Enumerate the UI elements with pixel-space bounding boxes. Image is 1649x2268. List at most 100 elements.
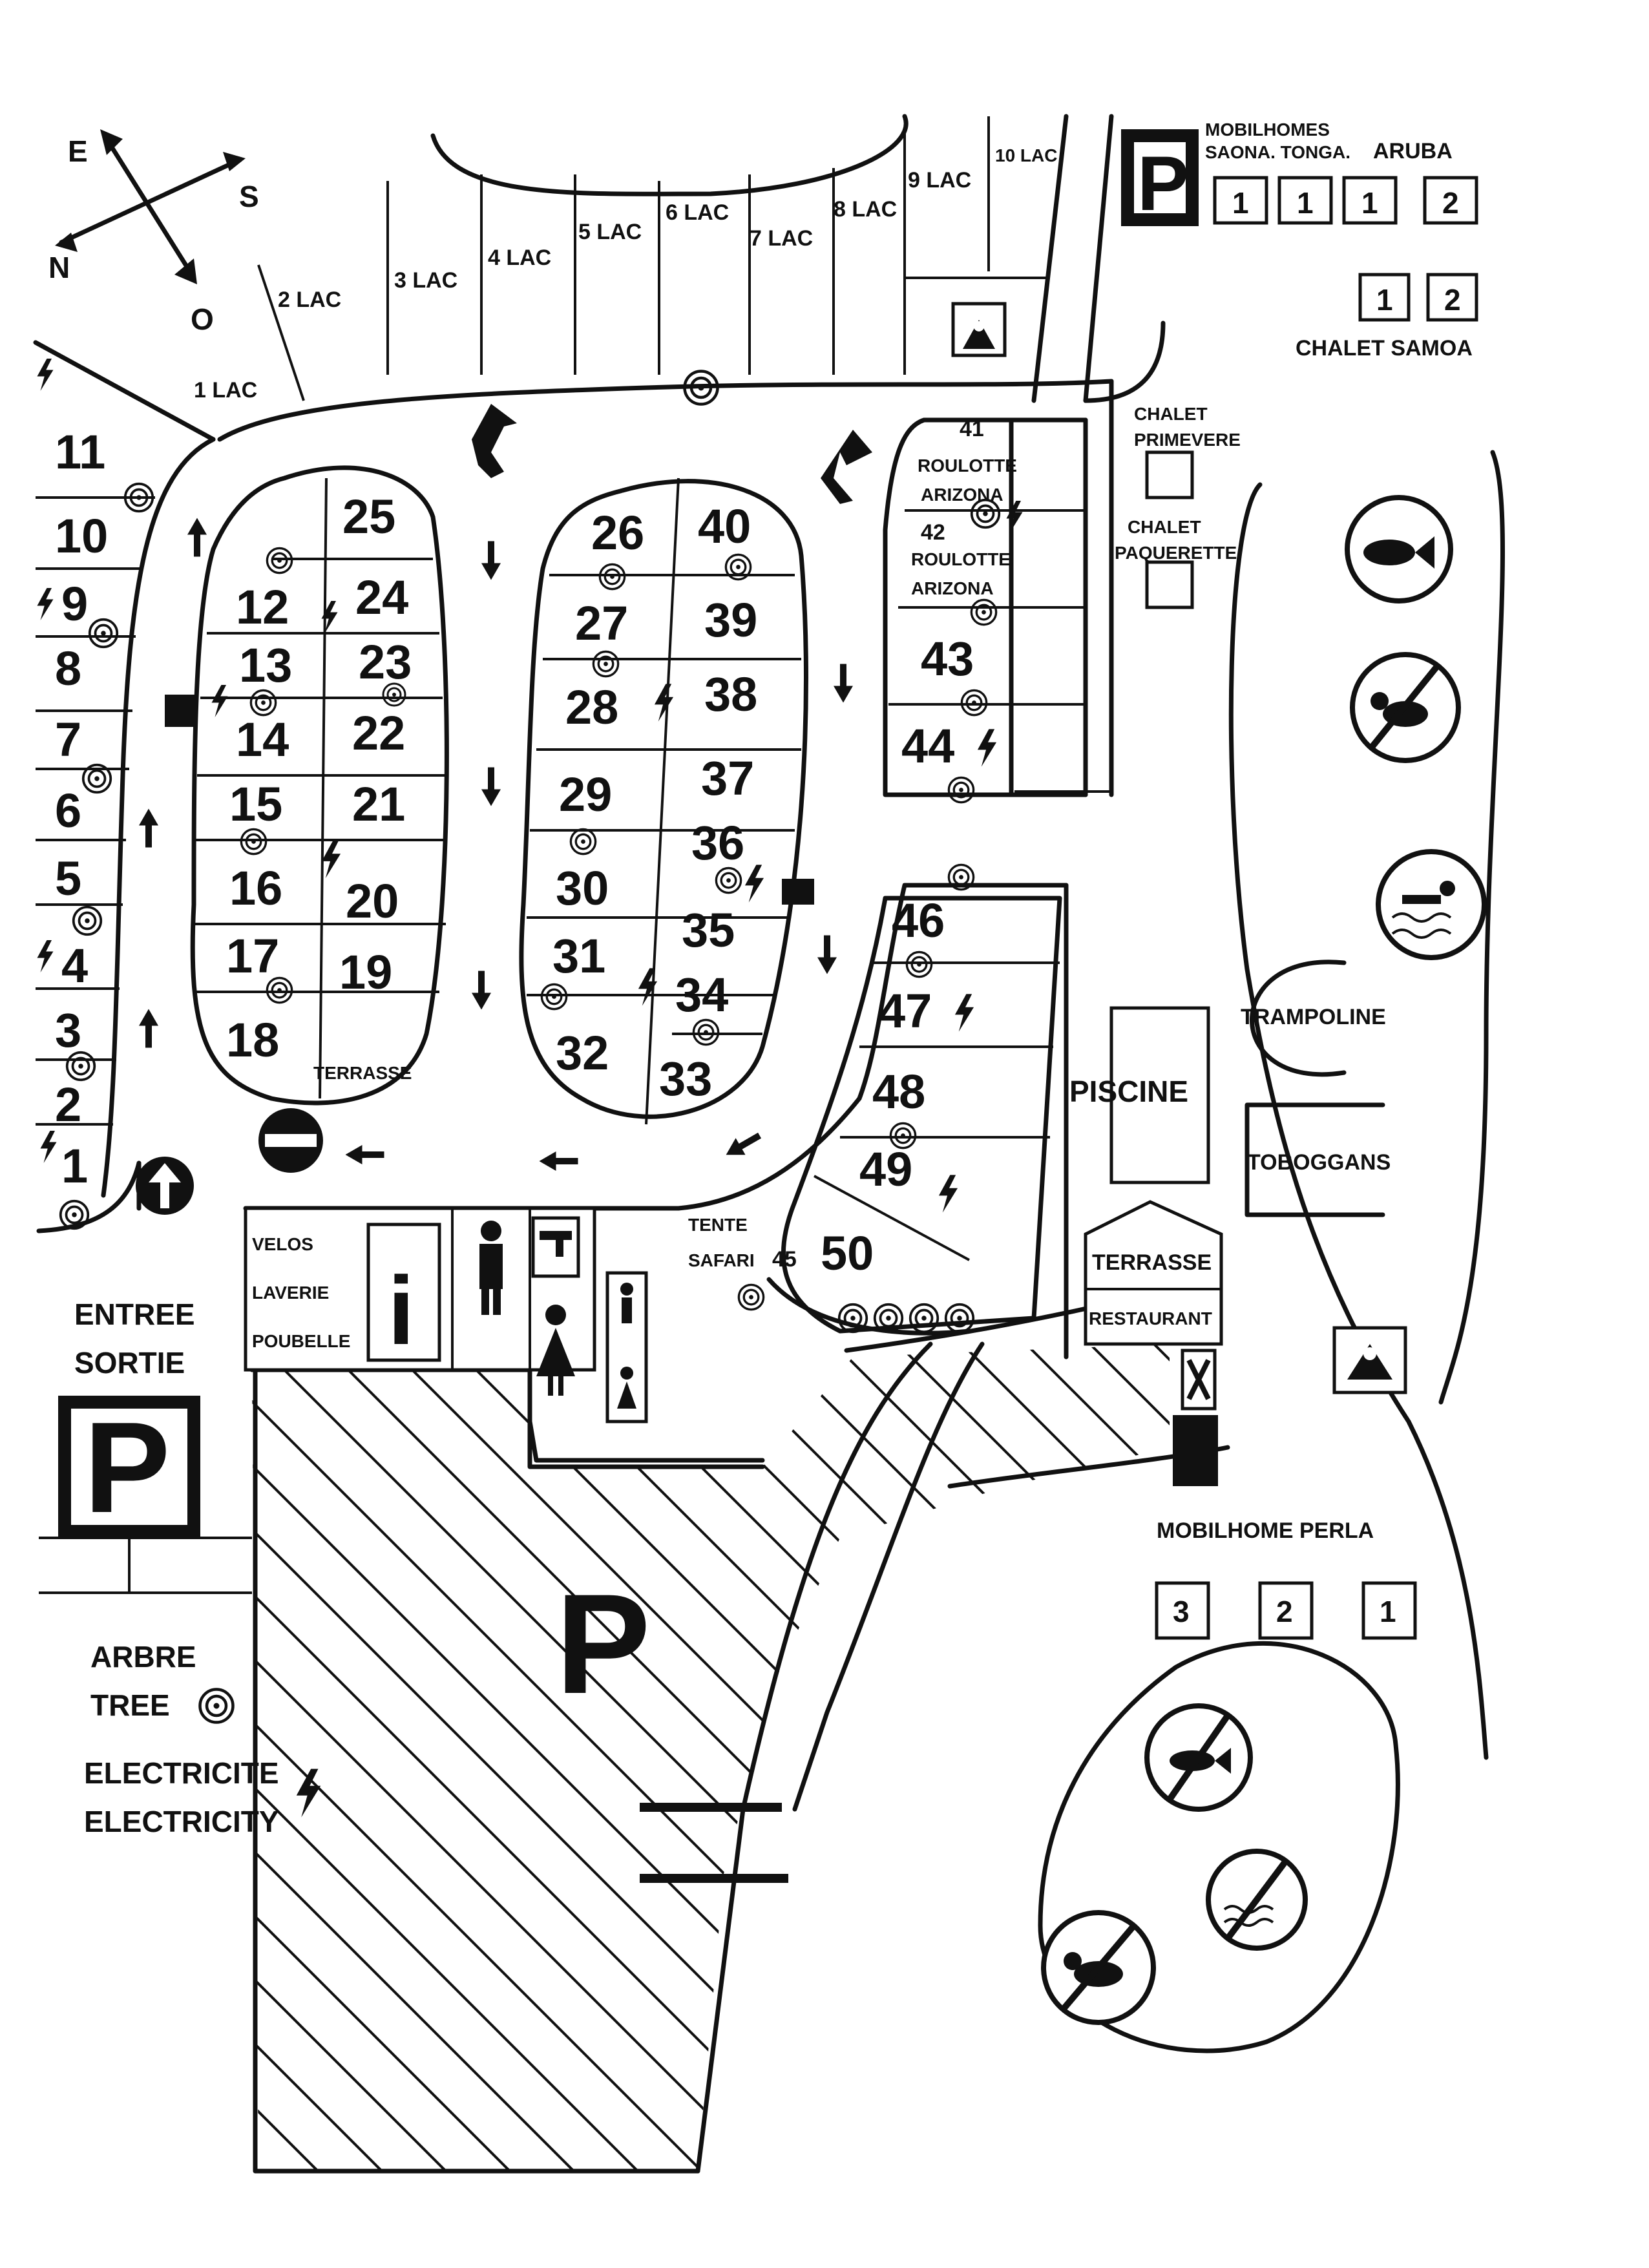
perla-box-3	[1155, 1581, 1210, 1640]
tree-spirals	[59, 372, 1001, 1334]
mobilhome-box-2	[1277, 176, 1333, 225]
lake-plot-3: 3 LAC	[394, 268, 457, 293]
mobilhome-num-1: 1	[1232, 186, 1249, 220]
parking-main-letter: P	[556, 1564, 651, 1723]
compass-n: N	[48, 251, 70, 284]
roulotte-42-label: ROULOTTE	[911, 549, 1011, 569]
chalet-paquerette-l2: PAQUERETTE	[1115, 543, 1237, 563]
pitch-29: 29	[559, 768, 612, 821]
pitch-13: 13	[239, 638, 292, 692]
samoa-num-2: 2	[1444, 283, 1461, 317]
electricity-bolt-icon	[977, 729, 997, 767]
one-way-arrow-icon	[834, 664, 853, 703]
traffic-arrows	[136, 404, 872, 1215]
info-icon: i	[388, 1256, 415, 1365]
compass-rose: E S N O	[48, 129, 259, 336]
pitch-40: 40	[698, 499, 751, 553]
playground-icon	[963, 320, 995, 349]
chalet-paquerette-l1: CHALET	[1128, 517, 1201, 537]
swimming-icon	[1376, 849, 1487, 960]
electricity-bolt-icon	[40, 1131, 57, 1163]
legend: ARBRE TREE ELECTRICITE ELECTRICITY	[84, 1640, 321, 1838]
legend-electricity: ELECTRICITY	[84, 1805, 279, 1838]
pitch-10: 10	[55, 509, 108, 563]
tree-spiral-icon	[715, 866, 742, 894]
tree-spiral-icon	[569, 828, 597, 856]
pitch-23: 23	[359, 635, 412, 689]
lake-plot-7: 7 LAC	[750, 226, 813, 251]
playground-icon	[1347, 1344, 1392, 1380]
pitch-36: 36	[691, 816, 744, 870]
sortie-label: SORTIE	[74, 1346, 185, 1380]
pitch-49: 49	[859, 1142, 912, 1196]
woman-icon	[536, 1305, 575, 1396]
tree-spiral-icon	[837, 1303, 868, 1334]
samoa-box-2	[1426, 273, 1478, 322]
legend-tree: TREE	[90, 1688, 170, 1722]
legend-electricite: ELECTRICITE	[84, 1756, 279, 1790]
lake-plot-2: 2 LAC	[278, 288, 341, 312]
tree-spiral-icon	[88, 618, 119, 649]
tree-spiral-icon	[72, 905, 103, 936]
pitch-47: 47	[879, 984, 932, 1038]
poubelle-label: POUBELLE	[252, 1331, 350, 1351]
perla-num-1: 1	[1380, 1595, 1396, 1628]
tree-spiral-icon	[592, 650, 620, 678]
no-dogs-icon	[1350, 652, 1461, 763]
pitch-31: 31	[552, 929, 605, 983]
mobilhome-box-1	[1213, 176, 1268, 225]
tree-spiral-icon	[737, 1283, 765, 1311]
pitch-38: 38	[704, 667, 757, 721]
tree-spiral-icon	[944, 1303, 975, 1334]
samoa-num-1: 1	[1376, 283, 1393, 317]
terrasse-small-label: TERRASSE	[313, 1063, 412, 1083]
island-1-pitches: 12 13 14 15 16 17 18 25 24 23 22 21 20 1…	[226, 490, 412, 1083]
parking-area	[249, 1344, 1170, 2174]
one-way-arrow-icon	[539, 1151, 578, 1171]
toboggans-label: TOBOGGANS	[1247, 1150, 1391, 1175]
restaurant-icon	[1186, 1359, 1211, 1400]
pitch-20: 20	[346, 874, 399, 928]
pitch-45: 45	[772, 1247, 797, 1272]
mobilhome-num-4: 2	[1442, 186, 1459, 220]
mobilhome-num-2: 1	[1297, 186, 1314, 220]
lake-plot-1: 1 LAC	[194, 378, 257, 403]
perla-num-3: 3	[1173, 1595, 1190, 1628]
lower-block-labels: 46 47 48 49 50 TENTE SAFARI 45	[688, 894, 945, 1280]
electricity-bolt-icon	[938, 1175, 958, 1213]
pitch-34: 34	[675, 968, 728, 1022]
pitch-26: 26	[591, 506, 644, 560]
safari-label: SAFARI	[688, 1250, 755, 1270]
pitch-35: 35	[682, 903, 735, 957]
electricity-bolt-icon	[954, 994, 974, 1032]
perla-box-2	[1258, 1581, 1314, 1640]
tree-spiral-icon	[249, 689, 277, 717]
tree-spiral-icon	[266, 976, 293, 1004]
pitch-48: 48	[872, 1065, 925, 1118]
tree-spiral-icon	[905, 950, 933, 978]
tree-spiral-icon	[909, 1303, 940, 1334]
arizona-42-label: ARIZONA	[911, 578, 994, 598]
mobilhome-perla-label: MOBILHOME PERLA	[1157, 1518, 1374, 1543]
tente-label: TENTE	[688, 1215, 748, 1235]
electricity-bolt-icon	[37, 588, 54, 620]
lake-plot-10: 10 LAC	[995, 145, 1057, 165]
compass-o: O	[191, 302, 214, 336]
tree-spiral-icon	[598, 563, 626, 591]
pitch-1: 1	[61, 1139, 88, 1193]
mobilhomes-subtitle: SAONA. TONGA.	[1205, 142, 1350, 162]
chalet-samoa-label: CHALET SAMOA	[1296, 336, 1473, 361]
one-way-arrow-icon	[821, 430, 872, 504]
lake-plot-8: 8 LAC	[834, 197, 897, 222]
tree-spiral-icon	[947, 776, 975, 804]
pitch-9: 9	[61, 577, 88, 631]
pitch-3: 3	[55, 1003, 81, 1057]
mobilhome-box-3	[1342, 176, 1398, 225]
phone-icon	[782, 879, 814, 905]
pitch-24: 24	[355, 571, 408, 624]
one-way-arrow-icon	[817, 935, 837, 974]
pitch-2: 2	[55, 1078, 81, 1131]
chalet-primevere-l1: CHALET	[1134, 404, 1208, 424]
lower-block	[781, 896, 1062, 1334]
